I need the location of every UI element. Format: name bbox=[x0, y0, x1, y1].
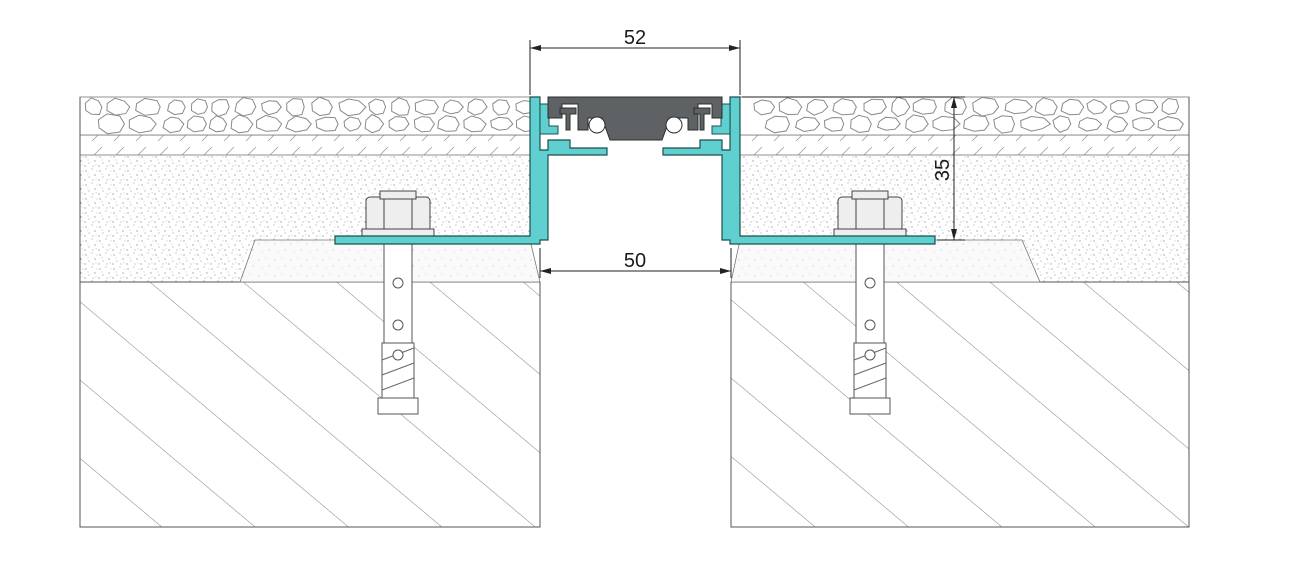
left-slab bbox=[79, 96, 541, 528]
stone-aggregate bbox=[208, 115, 228, 133]
stone-aggregate bbox=[1157, 116, 1184, 132]
stone-aggregate bbox=[413, 116, 436, 133]
stone-aggregate bbox=[391, 97, 411, 116]
stone-aggregate bbox=[467, 98, 488, 116]
stone-aggregate bbox=[1132, 117, 1156, 132]
stone-aggregate bbox=[256, 114, 283, 132]
stone-aggregate bbox=[1060, 98, 1085, 116]
rubber-insert bbox=[547, 96, 723, 141]
stone-aggregate bbox=[905, 114, 929, 134]
stone-aggregate bbox=[315, 116, 339, 132]
stone-aggregate bbox=[1078, 117, 1103, 132]
stone-aggregate bbox=[343, 116, 362, 132]
insert-right-key bbox=[693, 107, 711, 131]
stone-aggregate bbox=[753, 99, 776, 116]
stone-aggregate bbox=[135, 97, 161, 116]
stone-aggregate bbox=[230, 114, 254, 134]
stone-aggregate bbox=[832, 98, 857, 116]
stone-aggregate bbox=[442, 99, 464, 115]
insert-left-key bbox=[559, 107, 577, 131]
stone-aggregate bbox=[286, 98, 305, 117]
dimension-52-label: 52 bbox=[624, 27, 646, 49]
stone-aggregate bbox=[806, 98, 829, 116]
anchor-expansion-cone bbox=[853, 342, 887, 399]
right-stone-aggregate bbox=[753, 96, 1184, 134]
stone-aggregate bbox=[190, 98, 209, 115]
stone-aggregate bbox=[863, 98, 887, 116]
left-aluminium-profile bbox=[334, 96, 608, 245]
dimension-gap-width: 50 bbox=[539, 248, 732, 278]
stone-aggregate bbox=[492, 99, 511, 116]
dimension-height: 35 bbox=[742, 96, 965, 241]
right-aluminium-profile bbox=[662, 96, 936, 245]
insert-left-hole bbox=[588, 116, 606, 134]
right-concrete-base bbox=[730, 281, 1190, 528]
stone-aggregate bbox=[490, 116, 514, 131]
dimension-50-label: 50 bbox=[624, 250, 646, 272]
stone-aggregate bbox=[234, 96, 257, 117]
stone-aggregate bbox=[993, 115, 1016, 134]
left-slab-outline bbox=[79, 97, 541, 528]
dimension-35-label: 35 bbox=[932, 159, 954, 181]
stone-aggregate bbox=[1110, 99, 1130, 115]
hex-nut bbox=[837, 196, 903, 232]
stone-aggregate bbox=[876, 116, 901, 131]
left-concrete-base bbox=[79, 281, 541, 528]
stone-aggregate bbox=[1135, 99, 1159, 114]
stone-aggregate bbox=[261, 100, 282, 116]
stone-aggregate bbox=[463, 115, 487, 133]
stone-aggregate bbox=[285, 115, 312, 133]
dimension-top-width: 52 bbox=[529, 27, 741, 95]
stone-aggregate bbox=[1086, 98, 1108, 115]
stone-aggregate bbox=[764, 115, 791, 134]
stone-aggregate bbox=[338, 98, 367, 117]
stone-aggregate bbox=[778, 97, 803, 116]
stone-aggregate bbox=[162, 116, 185, 134]
left-stone-layer bbox=[79, 96, 531, 136]
stone-aggregate bbox=[932, 115, 961, 132]
right-bedding-band bbox=[739, 134, 1190, 156]
stone-aggregate bbox=[891, 96, 911, 118]
stone-aggregate bbox=[795, 116, 821, 133]
stone-aggregate bbox=[944, 96, 967, 116]
stone-aggregate bbox=[414, 99, 439, 116]
stone-aggregate bbox=[1106, 115, 1129, 133]
stone-aggregate bbox=[84, 97, 103, 116]
stone-aggregate bbox=[1161, 97, 1180, 115]
stone-aggregate bbox=[823, 117, 845, 132]
stone-aggregate bbox=[311, 96, 333, 117]
stone-aggregate bbox=[1052, 115, 1072, 133]
stone-aggregate bbox=[1004, 98, 1033, 115]
stone-aggregate bbox=[437, 115, 460, 132]
right-slab bbox=[730, 96, 1190, 528]
stone-aggregate bbox=[850, 114, 872, 134]
stone-aggregate bbox=[186, 115, 207, 133]
stone-aggregate bbox=[167, 99, 186, 116]
stone-aggregate bbox=[1034, 97, 1058, 116]
stone-aggregate bbox=[368, 98, 387, 116]
stone-aggregate bbox=[97, 113, 126, 135]
stone-aggregate bbox=[106, 97, 131, 116]
left-anchor-bolt bbox=[361, 190, 435, 415]
stone-aggregate bbox=[972, 96, 1000, 117]
right-slab-outline bbox=[730, 97, 1190, 528]
stone-aggregate bbox=[364, 113, 385, 134]
hex-nut bbox=[365, 196, 431, 232]
stone-aggregate bbox=[1020, 115, 1052, 132]
insert-right-hole bbox=[665, 116, 683, 134]
stone-aggregate bbox=[963, 114, 990, 132]
stone-aggregate bbox=[128, 114, 157, 134]
right-anchor-bolt bbox=[833, 190, 907, 415]
stone-aggregate bbox=[388, 115, 410, 132]
stone-aggregate bbox=[912, 98, 937, 115]
left-bedding-band bbox=[79, 134, 531, 156]
stone-aggregate bbox=[211, 99, 230, 117]
